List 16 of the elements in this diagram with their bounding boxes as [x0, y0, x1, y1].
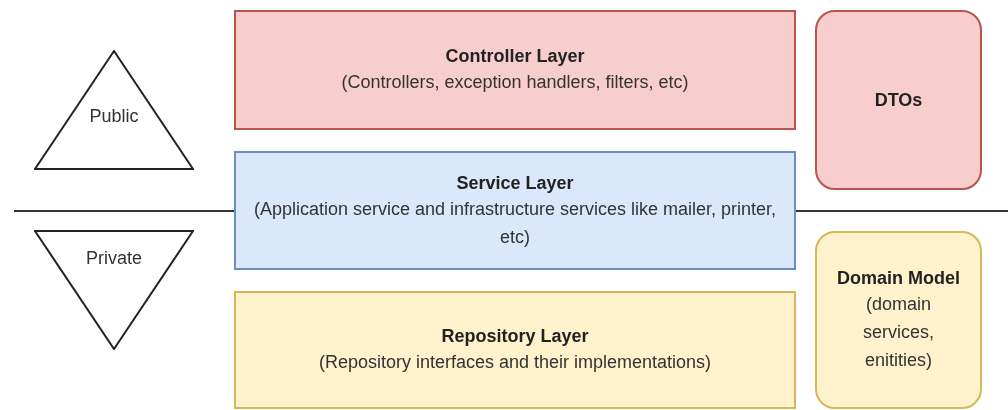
layer-box [234, 151, 796, 270]
triangle-label: Public [89, 105, 139, 128]
layer-description: (Controllers, exception handlers, filters, etc) [341, 71, 689, 94]
layer-title: Repository Layer [441, 325, 589, 348]
layer-description: (domain services, enitities) [862, 293, 935, 372]
layer-description: (Repository interfaces and their implementations) [318, 351, 712, 374]
layer-description: (Application service and infrastructure services like mailer, printer, etc) [252, 197, 778, 249]
rounded-box [815, 231, 982, 409]
layer-box [234, 291, 796, 409]
layer-title: Controller Layer [445, 45, 585, 68]
layer-title: Domain Model [837, 267, 960, 290]
layer-title: Service Layer [456, 171, 574, 195]
layer-box [234, 10, 796, 130]
rounded-box [815, 10, 982, 190]
triangle-label: Private [86, 247, 142, 270]
layer-title: DTOs [874, 89, 923, 112]
